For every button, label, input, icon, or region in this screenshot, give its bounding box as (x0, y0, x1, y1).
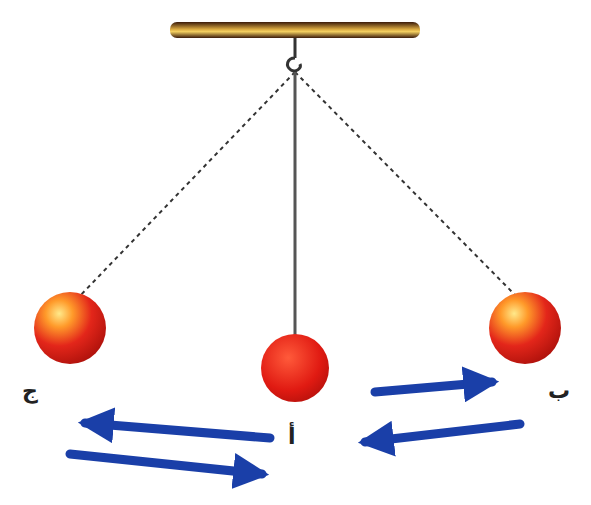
motion-arrow (85, 423, 270, 438)
ball-right (489, 292, 561, 364)
point-label: ب (548, 380, 570, 402)
motion-arrow (70, 454, 262, 474)
motion-arrow (375, 382, 492, 392)
support-bar (170, 22, 420, 38)
ball-left (34, 292, 106, 364)
string-center (294, 72, 297, 335)
ball-center (261, 334, 329, 402)
hook (288, 38, 301, 71)
point-label: ج (22, 380, 38, 402)
motion-arrow (365, 424, 520, 442)
string-left (76, 72, 295, 300)
string-right (295, 72, 520, 300)
point-label: أ (288, 426, 296, 448)
